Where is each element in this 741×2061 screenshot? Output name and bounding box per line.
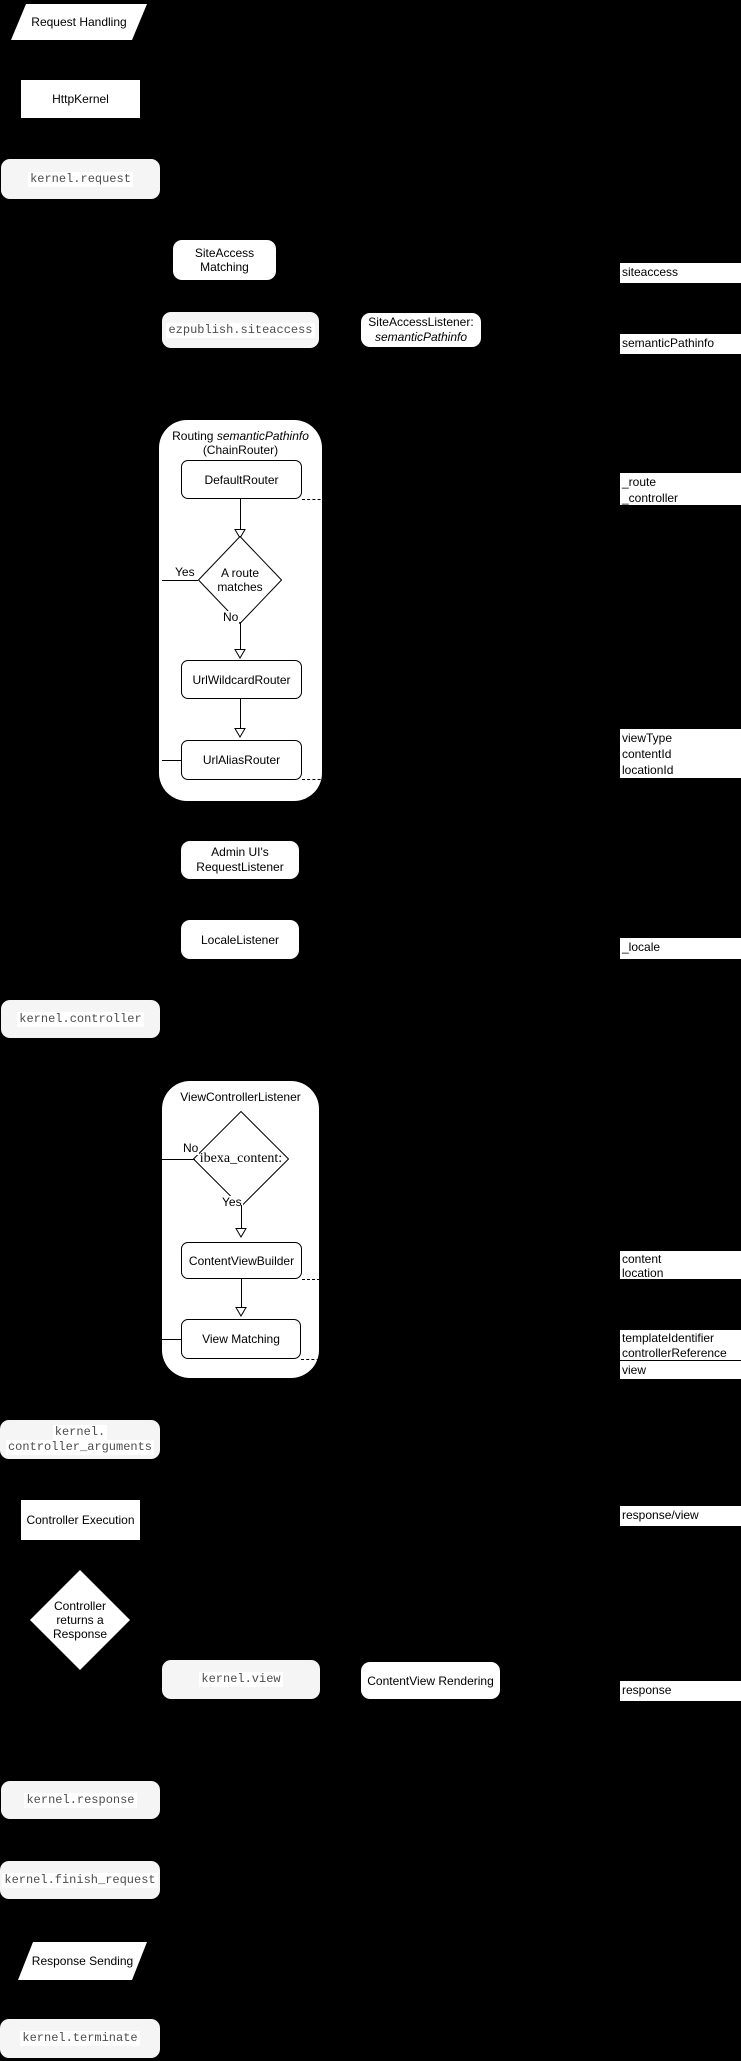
- content-view-rendering-node: ContentView Rendering: [361, 1662, 500, 1699]
- default-router-label: DefaultRouter: [204, 472, 279, 487]
- side-label-response-view: response/view: [620, 1506, 741, 1526]
- content-view-builder-node: ContentViewBuilder: [181, 1242, 302, 1279]
- ibexa-content-no-label: No: [182, 1141, 200, 1155]
- view-matching-label: View Matching: [202, 1332, 280, 1346]
- side-label-view-params: viewType contentId locationId: [620, 729, 741, 778]
- kernel-view-label: kernel.view: [199, 1672, 283, 1687]
- kernel-terminate-event: kernel.terminate: [0, 2019, 160, 2058]
- ezpublish-siteaccess-event: ezpublish.siteaccess: [162, 312, 319, 348]
- view-matching-node: View Matching: [181, 1319, 301, 1359]
- side-label-view: view: [620, 1361, 741, 1379]
- edge-yes-urlalias: [162, 760, 181, 761]
- kernel-response-label: kernel.response: [24, 1792, 137, 1808]
- siteaccess-listener-line2: semanticPathinfo: [374, 330, 468, 344]
- siteaccess-text: siteaccess: [622, 265, 679, 279]
- routing-container-title: Routing semanticPathinfo (ChainRouter): [159, 420, 322, 457]
- http-kernel-node: HttpKernel: [21, 80, 140, 118]
- kernel-finish-request-event: kernel.finish_request: [0, 1861, 160, 1899]
- edge-no-viewmatching: [162, 1339, 181, 1340]
- controller-returns-response-diamond: [30, 1570, 130, 1670]
- ibexa-content-yes-label: Yes: [221, 1195, 243, 1209]
- request-handling-parallelogram: Request Handling: [11, 4, 147, 40]
- siteaccess-listener-node: SiteAccessListener: semanticPathinfo: [361, 313, 481, 347]
- url-alias-router-node: UrlAliasRouter: [181, 740, 302, 780]
- siteaccess-matching-label: SiteAccess Matching: [194, 246, 255, 274]
- kernel-controller-event: kernel.controller: [1, 1000, 160, 1038]
- dashed-connector-content: [302, 1279, 330, 1280]
- semantic-pathinfo-text: semanticPathinfo: [622, 336, 715, 350]
- url-wildcard-router-node: UrlWildcardRouter: [181, 660, 302, 699]
- side-label-semantic-pathinfo: semanticPathinfo: [620, 334, 741, 354]
- routing-title-italic: semanticPathinfo: [216, 429, 309, 443]
- ibexa-content-text: ibexa_content:: [199, 1151, 283, 1166]
- routing-title-normal: Routing: [172, 429, 214, 443]
- edge-defaultrouter-decision: [240, 499, 241, 529]
- content-view-rendering-label: ContentView Rendering: [367, 1673, 494, 1688]
- edge-ibexa-contentviewbuilder: [241, 1205, 242, 1228]
- response-sending-label: Response Sending: [31, 1954, 134, 1968]
- arrowhead-down-icon: [234, 649, 246, 659]
- view-controller-listener-title: ViewControllerListener: [180, 1090, 301, 1104]
- siteaccess-matching-node: SiteAccess Matching: [173, 240, 276, 280]
- kernel-response-event: kernel.response: [1, 1781, 160, 1819]
- kernel-view-event: kernel.view: [162, 1660, 320, 1699]
- kernel-finish-request-label: kernel.finish_request: [2, 1872, 158, 1888]
- edge-ibexa-no: [162, 1159, 195, 1160]
- kernel-request-label: kernel.request: [28, 171, 133, 187]
- side-label-content-location: content location: [620, 1251, 741, 1280]
- url-alias-router-label: UrlAliasRouter: [202, 753, 281, 767]
- arrowhead-down-icon: [235, 1228, 247, 1238]
- response-sending-parallelogram: Response Sending: [18, 1942, 147, 1980]
- routing-title-line2: (ChainRouter): [202, 443, 279, 457]
- controller-returns-response-text: Controller returns a Response: [52, 1599, 108, 1641]
- side-label-route-controller: _route _controller: [620, 473, 741, 505]
- side-label-response: response: [620, 1681, 741, 1701]
- side-label-siteaccess: siteaccess: [620, 263, 741, 283]
- dashed-connector-view: [301, 1359, 330, 1360]
- route-matches-text: A route matches: [217, 566, 263, 594]
- kernel-controller-label: kernel.controller: [17, 1011, 144, 1027]
- locale-listener-node: LocaleListener: [181, 920, 299, 959]
- controller-execution-node: Controller Execution: [21, 1500, 140, 1540]
- route-matches-yes-label: Yes: [174, 565, 196, 579]
- default-router-node: DefaultRouter: [181, 460, 302, 499]
- edge-urlwildcard-urlalias: [240, 699, 241, 728]
- dashed-connector-route: [302, 499, 331, 500]
- route-matches-no-label: No: [222, 610, 240, 624]
- url-wildcard-router-label: UrlWildcardRouter: [192, 672, 291, 687]
- edge-decision-yes: [162, 580, 198, 581]
- edge-decision-urlwildcard: [240, 622, 241, 649]
- siteaccess-listener-line1: SiteAccessListener:: [368, 315, 474, 329]
- dashed-connector-viewparams: [302, 779, 331, 780]
- arrowhead-down-icon: [234, 529, 246, 539]
- locale-listener-label: LocaleListener: [200, 932, 280, 947]
- kernel-request-event: kernel.request: [1, 159, 160, 199]
- side-label-template-controller: templateIdentifier controllerReference: [620, 1330, 741, 1360]
- content-view-builder-label: ContentViewBuilder: [188, 1253, 295, 1268]
- edge-builder-viewmatching: [241, 1279, 242, 1307]
- kernel-controller-arguments-event: kernel. controller_arguments: [0, 1420, 160, 1459]
- arrowhead-down-icon: [235, 1307, 247, 1317]
- controller-execution-label: Controller Execution: [26, 1513, 135, 1527]
- http-kernel-label: HttpKernel: [52, 92, 109, 106]
- side-label-locale: _locale: [620, 938, 741, 959]
- request-handling-label: Request Handling: [31, 15, 127, 29]
- admin-request-listener-node: Admin UI's RequestListener: [181, 841, 299, 879]
- ezpublish-siteaccess-label: ezpublish.siteaccess: [166, 322, 315, 338]
- arrowhead-down-icon: [234, 728, 246, 738]
- kernel-terminate-label: kernel.terminate: [20, 2031, 140, 2046]
